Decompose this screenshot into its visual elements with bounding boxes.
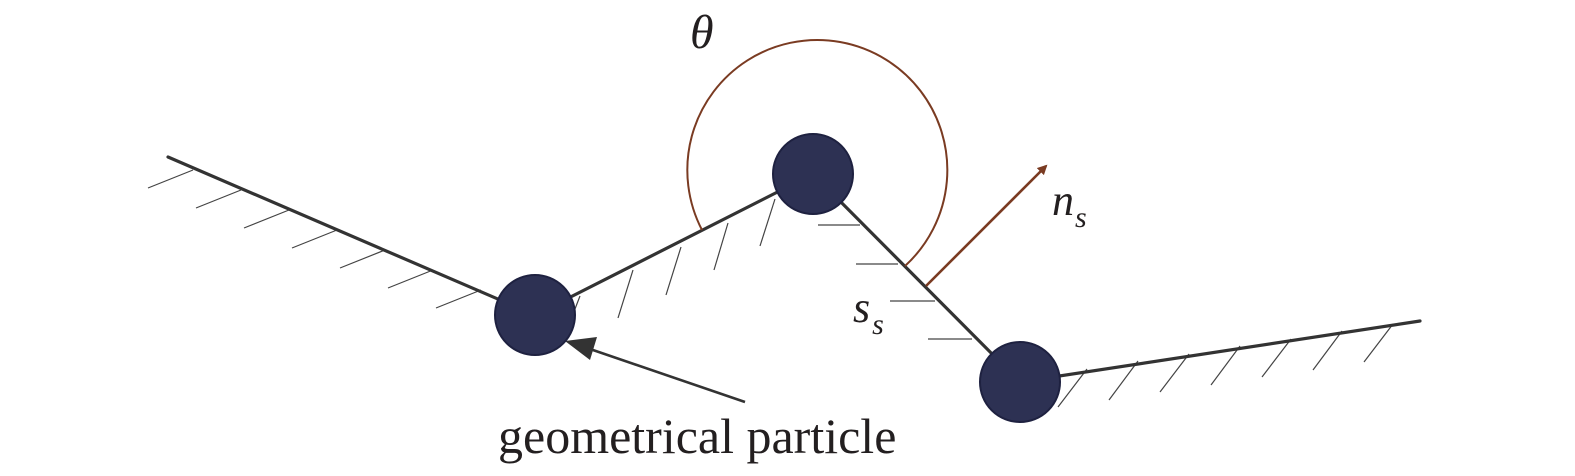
geometrical-particle-label: geometrical particle bbox=[498, 408, 896, 464]
normal-vector-subscript: s bbox=[1075, 201, 1087, 234]
normal-vector-arrow bbox=[925, 164, 1048, 287]
particles bbox=[494, 133, 1061, 423]
particle-right bbox=[979, 341, 1061, 423]
tangent-vector-symbol: s bbox=[853, 283, 870, 332]
particle-pointer-arrow bbox=[565, 337, 746, 404]
wall-segment-left bbox=[166, 155, 537, 317]
theta-label: θ bbox=[690, 6, 714, 59]
wall-segments bbox=[166, 155, 1422, 384]
theta-angle-arc bbox=[686, 39, 949, 267]
tangent-vector-label: ss bbox=[853, 283, 884, 341]
particle-left bbox=[494, 274, 576, 356]
wall-segment-middle-left bbox=[533, 172, 815, 317]
particle-top bbox=[772, 133, 854, 215]
wall-segment-right bbox=[1018, 319, 1422, 384]
wall-segment-middle-right bbox=[811, 172, 1022, 384]
tangent-vector-subscript: s bbox=[872, 308, 884, 341]
hatch-marks bbox=[147, 169, 1394, 408]
normal-vector-label: ns bbox=[1052, 176, 1087, 234]
normal-vector-symbol: n bbox=[1052, 176, 1074, 225]
